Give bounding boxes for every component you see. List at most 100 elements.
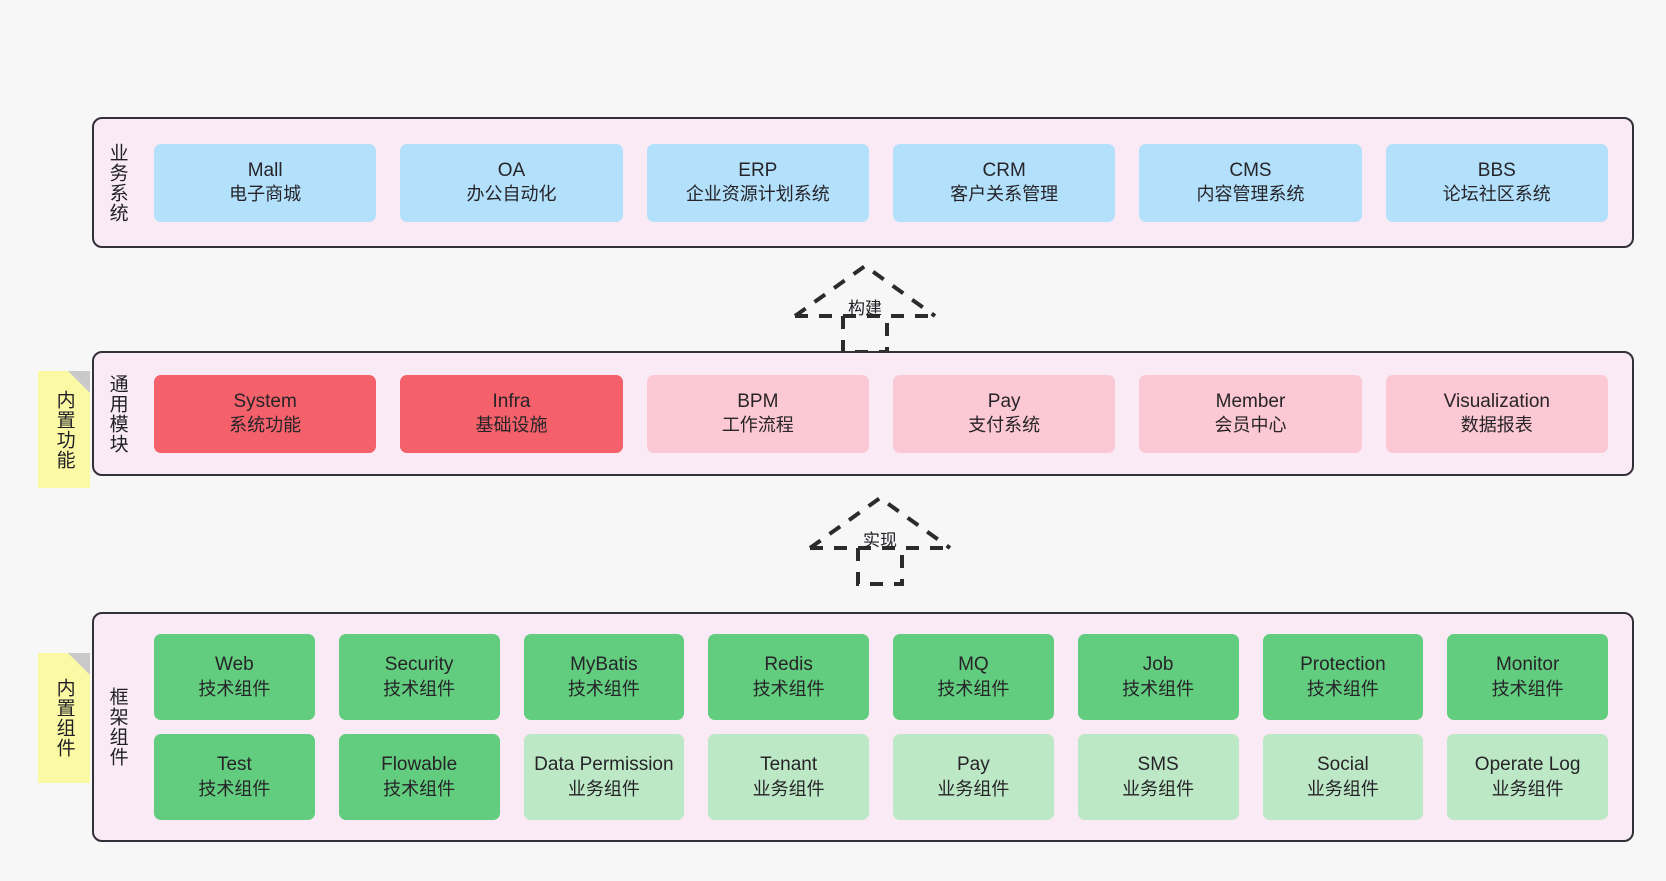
layer-title-common-module: 通用模块: [106, 373, 128, 454]
card-crm[interactable]: CRM 客户关系管理: [892, 143, 1116, 222]
note-fold-corner: [68, 371, 90, 393]
card-subtitle: 技术组件: [198, 778, 271, 799]
card-subtitle: 会员中心: [1214, 415, 1287, 436]
card-subtitle: 技术组件: [1491, 678, 1564, 699]
card-subtitle: 技术组件: [1306, 678, 1379, 699]
card-subtitle: 内容管理系统: [1196, 184, 1305, 205]
card-visualization[interactable]: Visualization 数据报表: [1385, 374, 1608, 453]
card-subtitle: 技术组件: [198, 678, 271, 699]
connector-build-label: 构建: [848, 299, 882, 318]
card-system[interactable]: System 系统功能: [154, 374, 377, 453]
card-title: ERP: [738, 159, 778, 181]
card-title: SMS: [1137, 754, 1179, 776]
card-title: Job: [1142, 654, 1174, 676]
card-title: BBS: [1477, 159, 1516, 181]
card-title: Mall: [247, 159, 283, 181]
layer-title-business-system: 业务系统: [106, 142, 128, 223]
card-subtitle: 技术组件: [567, 678, 640, 699]
card-subtitle: 企业资源计划系统: [685, 184, 830, 205]
card-title: Flowable: [381, 754, 458, 776]
card-subtitle: 技术组件: [1122, 678, 1195, 699]
card-subtitle: 技术组件: [752, 678, 825, 699]
connector-implement: 实现: [800, 490, 960, 586]
card-subtitle: 数据报表: [1460, 415, 1533, 436]
card-title: Tenant: [760, 754, 818, 776]
card-title: Web: [215, 654, 254, 676]
card-title: Protection: [1300, 654, 1386, 676]
layer-title-framework-component: 框架组件: [106, 687, 128, 767]
card-title: OA: [497, 159, 526, 181]
card-title: Visualization: [1443, 390, 1550, 412]
card-title: Test: [216, 754, 252, 776]
card-title: CMS: [1229, 159, 1272, 181]
card-title: Pay: [957, 754, 990, 776]
card-title: CRM: [982, 159, 1026, 181]
card-title: Infra: [492, 390, 531, 412]
card-subtitle: 业务组件: [937, 778, 1010, 799]
card-title: Operate Log: [1474, 754, 1581, 776]
card-subtitle: 技术组件: [937, 678, 1010, 699]
card-subtitle: 客户关系管理: [950, 184, 1059, 205]
card-bbs[interactable]: BBS 论坛社区系统: [1385, 143, 1608, 222]
note-builtin-component-label: 内置组件: [53, 678, 75, 758]
card-title: Pay: [987, 390, 1021, 412]
card-title: MQ: [958, 654, 989, 676]
card-subtitle: 业务组件: [1306, 778, 1379, 799]
note-builtin-function: 内置功能: [38, 371, 90, 488]
card-subtitle: 论坛社区系统: [1442, 184, 1551, 205]
card-mall[interactable]: Mall 电子商城: [154, 143, 377, 222]
connector-implement-label: 实现: [863, 531, 897, 550]
card-title: System: [233, 390, 297, 412]
card-title: Member: [1215, 390, 1286, 412]
connector-build: 构建: [785, 258, 945, 354]
card-infra[interactable]: Infra 基础设施: [400, 374, 623, 453]
card-subtitle: 业务组件: [752, 778, 825, 799]
card-subtitle: 系统功能: [229, 415, 302, 436]
card-member[interactable]: Member 会员中心: [1139, 374, 1362, 453]
note-fold-corner: [68, 653, 90, 675]
note-builtin-function-label: 内置功能: [53, 389, 75, 470]
card-title: Redis: [764, 654, 813, 676]
card-subtitle: 基础设施: [475, 415, 548, 436]
card-cms[interactable]: CMS 内容管理系统: [1139, 143, 1362, 222]
card-subtitle: 业务组件: [567, 778, 640, 799]
card-subtitle: 技术组件: [383, 778, 456, 799]
card-title: Security: [384, 654, 454, 676]
card-title: MyBatis: [570, 654, 638, 676]
card-subtitle: 电子商城: [229, 184, 302, 205]
card-pay[interactable]: Pay 支付系统: [892, 374, 1116, 453]
note-builtin-component: 内置组件: [38, 653, 90, 783]
card-title: Data Permission: [534, 754, 674, 776]
card-subtitle: 业务组件: [1491, 778, 1564, 799]
card-subtitle: 支付系统: [968, 415, 1041, 436]
card-erp[interactable]: ERP 企业资源计划系统: [646, 143, 869, 222]
card-subtitle: 工作流程: [721, 415, 794, 436]
